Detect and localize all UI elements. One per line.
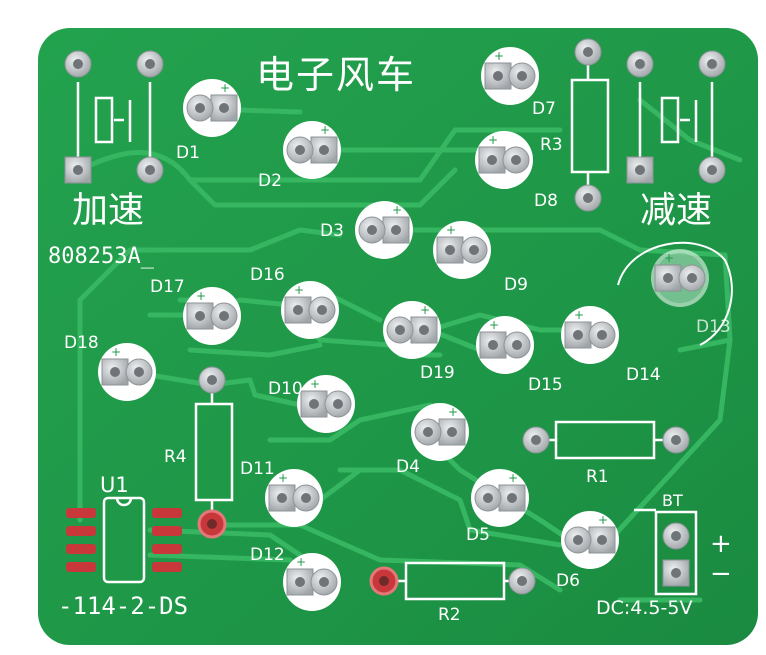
label-d10: D10 bbox=[268, 379, 303, 399]
label-d16: D16 bbox=[250, 265, 285, 285]
red-pad bbox=[197, 509, 227, 539]
led-footprint: + bbox=[283, 553, 341, 611]
led-polarity-mark: + bbox=[488, 133, 498, 147]
label-d1: D1 bbox=[176, 143, 200, 163]
through-hole-pad bbox=[626, 156, 654, 184]
board-title: 电子风车 bbox=[256, 53, 416, 97]
led-polarity-mark: + bbox=[392, 203, 402, 217]
led-polarity-mark: + bbox=[320, 123, 330, 137]
led-polarity-mark: + bbox=[310, 377, 320, 391]
label-d14: D14 bbox=[626, 365, 661, 385]
label-d7: D7 bbox=[532, 99, 556, 119]
label-d3: D3 bbox=[320, 221, 344, 241]
led-footprint: + bbox=[561, 306, 619, 364]
label-r2: R2 bbox=[438, 605, 461, 625]
through-hole-pad bbox=[64, 156, 92, 184]
label-d19: D19 bbox=[420, 363, 455, 383]
battery-minus: − bbox=[710, 559, 732, 589]
led-footprint: + bbox=[561, 511, 619, 569]
led-footprint: + bbox=[183, 287, 241, 345]
led-polarity-mark: + bbox=[278, 471, 288, 485]
ic-smd-pads bbox=[66, 508, 182, 572]
power-label: DC:4.5-5V bbox=[596, 597, 692, 619]
through-hole-pad bbox=[662, 426, 690, 454]
label-d13: D13 bbox=[696, 317, 731, 337]
label-d6: D6 bbox=[556, 571, 580, 591]
led-polarity-mark: + bbox=[294, 283, 304, 297]
led-footprint: + bbox=[651, 249, 709, 307]
label-d18: D18 bbox=[64, 333, 99, 353]
battery-pad-minus bbox=[662, 559, 690, 587]
through-hole-pads bbox=[64, 38, 726, 596]
battery-pad-plus bbox=[662, 522, 690, 550]
through-hole-pad bbox=[136, 50, 164, 78]
through-hole-pad bbox=[574, 184, 602, 212]
led-footprint: + bbox=[183, 79, 241, 137]
through-hole-pad bbox=[698, 156, 726, 184]
led-polarity-mark: + bbox=[196, 289, 206, 303]
label-d12: D12 bbox=[250, 545, 285, 565]
led-polarity-mark: + bbox=[574, 308, 584, 322]
label-r1: R1 bbox=[586, 467, 609, 487]
led-polarity-mark: + bbox=[420, 303, 430, 317]
led-footprint: + bbox=[471, 469, 529, 527]
label-bt: BT bbox=[662, 491, 683, 510]
led-footprints: + + + + + + + + + + + + + + + + + + + bbox=[98, 47, 709, 611]
led-polarity-mark: + bbox=[508, 471, 518, 485]
label-d5: D5 bbox=[466, 525, 490, 545]
led-footprint: + bbox=[481, 47, 539, 105]
led-footprint: + bbox=[475, 131, 533, 189]
led-footprint: + bbox=[476, 316, 534, 374]
led-footprint: + bbox=[433, 221, 491, 279]
led-polarity-mark: + bbox=[220, 81, 230, 95]
led-footprint: + bbox=[281, 281, 339, 339]
ic-battery-outlines bbox=[102, 496, 698, 596]
through-hole-pad bbox=[522, 426, 550, 454]
label-d9: D9 bbox=[504, 275, 528, 295]
led-footprint: + bbox=[355, 201, 413, 259]
speed-down-label: 减速 bbox=[640, 190, 712, 231]
led-polarity-mark: + bbox=[296, 555, 306, 569]
red-pad bbox=[369, 566, 399, 596]
led-polarity-mark: + bbox=[598, 513, 608, 527]
speed-up-label: 加速 bbox=[72, 190, 144, 231]
through-hole-pad bbox=[574, 38, 602, 66]
label-r3: R3 bbox=[540, 135, 563, 155]
through-hole-pad bbox=[136, 156, 164, 184]
button-outlines bbox=[76, 82, 714, 160]
through-hole-pad bbox=[64, 50, 92, 78]
label-d2: D2 bbox=[258, 171, 282, 191]
label-d17: D17 bbox=[150, 277, 185, 297]
label-u1: U1 bbox=[100, 473, 129, 497]
through-hole-pad bbox=[508, 567, 536, 595]
label-d15: D15 bbox=[528, 375, 563, 395]
led-polarity-mark: + bbox=[494, 49, 504, 63]
label-r4: R4 bbox=[164, 447, 187, 467]
through-hole-pad bbox=[198, 366, 226, 394]
led-footprint: + bbox=[297, 375, 355, 433]
led-footprint: + bbox=[98, 343, 156, 401]
battery-plus: + bbox=[710, 529, 732, 559]
through-hole-pad bbox=[626, 50, 654, 78]
model-code: -114-2-DS bbox=[58, 592, 188, 620]
label-d8: D8 bbox=[534, 191, 558, 211]
through-hole-pad bbox=[698, 50, 726, 78]
led-polarity-mark: + bbox=[446, 223, 456, 237]
led-polarity-mark: + bbox=[664, 251, 674, 265]
d13-outline bbox=[617, 241, 733, 346]
led-footprint: + bbox=[283, 121, 341, 179]
board-code: 808253A_ bbox=[48, 244, 155, 269]
label-d11: D11 bbox=[240, 459, 275, 479]
led-polarity-mark: + bbox=[111, 345, 121, 359]
led-polarity-mark: + bbox=[489, 318, 499, 332]
label-d4: D4 bbox=[396, 457, 420, 477]
led-footprint: + bbox=[411, 403, 469, 461]
led-polarity-mark: + bbox=[448, 405, 458, 419]
led-footprint: + bbox=[265, 469, 323, 527]
led-footprint: + bbox=[383, 301, 441, 359]
